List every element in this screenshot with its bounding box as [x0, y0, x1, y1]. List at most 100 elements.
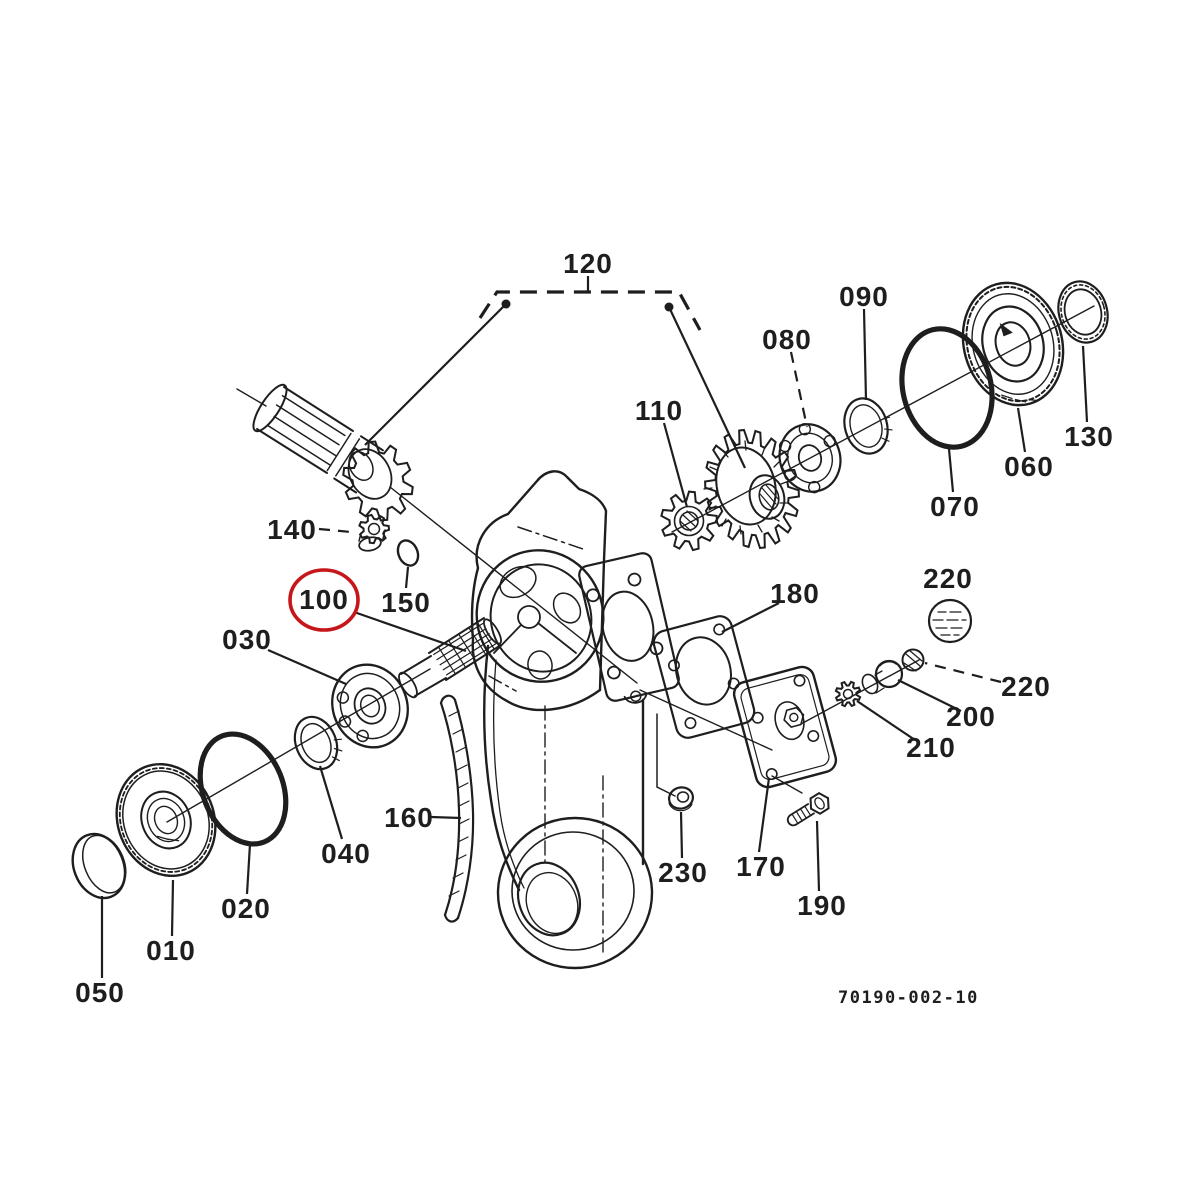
part-090-ring	[843, 397, 893, 455]
part-label-190: 190	[797, 890, 847, 921]
highlight-circle	[288, 568, 360, 632]
part-190-bolt	[786, 791, 830, 827]
figure-code: 70190-002-10	[838, 988, 979, 1008]
leader-line-070	[947, 448, 955, 493]
part-040-ring	[293, 715, 343, 771]
part-callout-030: 030	[222, 624, 347, 686]
part-main-housing	[470, 470, 680, 712]
leader-line-010	[170, 879, 175, 937]
part-callout-060: 060	[1004, 407, 1054, 482]
part-050-cap	[71, 832, 127, 900]
part-callout-190: 190	[797, 820, 847, 921]
leader-line-090	[862, 308, 868, 401]
part-callout-150: 150	[381, 566, 431, 618]
part-label-050: 050	[75, 977, 125, 1008]
part-callout-020: 020	[221, 843, 271, 924]
part-label-220: 220	[1001, 671, 1051, 702]
part-label-070: 070	[930, 491, 980, 522]
part-chain-case	[482, 644, 676, 970]
part-callout-120: 120	[563, 248, 613, 291]
bracket-120	[364, 290, 746, 469]
part-010-seal	[115, 762, 217, 878]
part-080-bearing	[778, 422, 842, 494]
part-label-130: 130	[1064, 421, 1114, 452]
part-callout-220: 220	[924, 661, 1051, 702]
part-070-oring	[899, 326, 995, 450]
leader-line-230	[679, 811, 684, 859]
part-callout-230: 230	[658, 811, 708, 888]
part-label-040: 040	[321, 838, 371, 869]
part-callout-080: 080	[762, 324, 812, 428]
part-210-nut	[834, 680, 862, 708]
part-170-cover-plate	[732, 665, 838, 789]
part-callout-040: 040	[318, 765, 371, 869]
part-bevel-gear	[703, 428, 800, 550]
part-label-150: 150	[381, 587, 431, 618]
part-220-disc	[901, 648, 925, 672]
part-label-220: 220	[923, 563, 973, 594]
part-100-input-shaft	[398, 617, 502, 699]
part-callout-110: 110	[635, 395, 689, 508]
leader-line-080	[789, 351, 809, 428]
part-label-110: 110	[635, 395, 683, 426]
part-label-010: 010	[146, 935, 196, 966]
housing-flange	[578, 552, 680, 704]
part-label-170: 170	[736, 851, 786, 882]
part-callout-130: 130	[1064, 345, 1114, 452]
part-callout-050: 050	[75, 896, 125, 1008]
part-callout-100: 100	[288, 568, 467, 653]
leader-line-220	[924, 661, 1002, 684]
part-140-collar	[358, 513, 391, 552]
part-label-060: 060	[1004, 451, 1054, 482]
part-200-ball	[861, 659, 904, 695]
part-callout-070: 070	[930, 448, 980, 522]
part-label-200: 200	[946, 701, 996, 732]
part-label-120: 120	[563, 248, 613, 279]
leader-line-210	[856, 700, 916, 741]
part-callout-180: 180	[721, 578, 820, 633]
part-callout-090: 090	[839, 281, 889, 401]
part-230-bushing	[667, 786, 695, 812]
part-pto-shaft-pinion	[252, 383, 414, 522]
part-020-oring	[197, 731, 289, 847]
part-callout-220: 220	[923, 563, 973, 594]
leader-line-130	[1081, 345, 1089, 423]
part-callout-160: 160	[384, 802, 462, 833]
part-callout-140: 140	[267, 514, 352, 545]
leader-line-140	[318, 527, 352, 534]
leader-line-030	[267, 648, 347, 686]
part-label-230: 230	[658, 857, 708, 888]
part-label-140: 140	[267, 514, 317, 545]
part-label-080: 080	[762, 324, 812, 355]
part-callout-210: 210	[856, 700, 956, 763]
leader-line-060	[1016, 407, 1027, 453]
leader-line-190	[815, 820, 821, 892]
part-callout-200: 200	[897, 679, 996, 732]
part-label-100: 100	[299, 584, 349, 615]
part-label-090: 090	[839, 281, 889, 312]
leader-line-170	[757, 777, 771, 853]
leader-line-110	[662, 422, 689, 508]
part-030-bearing	[331, 663, 409, 749]
part-label-210: 210	[906, 732, 956, 763]
leader-line-020	[245, 843, 252, 895]
part-label-160: 160	[384, 802, 434, 833]
leader-line-100	[353, 610, 467, 653]
part-label-020: 020	[221, 893, 271, 924]
leader-line-040	[318, 765, 344, 840]
part-220-plug-detail	[927, 598, 973, 644]
part-150-oring	[396, 539, 420, 567]
leader-line-160	[430, 815, 462, 820]
part-label-180: 180	[770, 578, 820, 609]
leader-line-150	[404, 566, 410, 589]
part-060-retainer	[961, 281, 1065, 407]
part-label-030: 030	[222, 624, 272, 655]
part-callout-170: 170	[736, 777, 786, 882]
part-callout-010: 010	[146, 879, 196, 966]
part-110-sprocket	[660, 490, 719, 552]
leader-line-200	[897, 679, 962, 712]
leader-line-180	[721, 602, 780, 633]
